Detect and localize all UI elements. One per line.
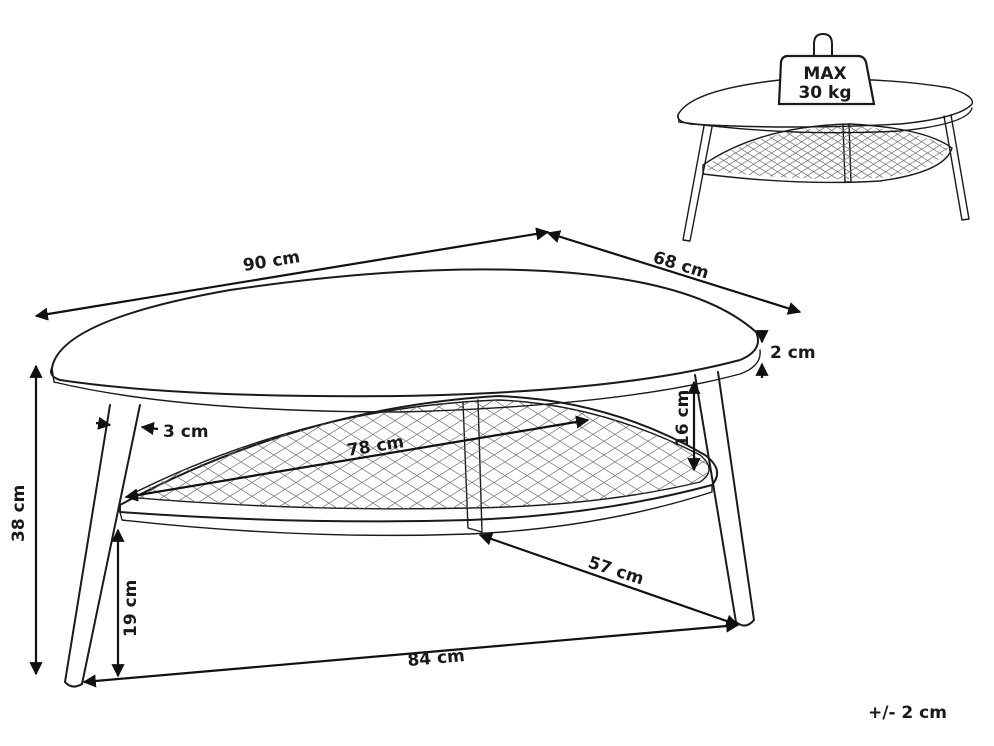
label-shelf-gap: 16 cm <box>673 390 693 447</box>
preview-leg-left <box>682 125 713 242</box>
tolerance-note: +/- 2 cm <box>868 703 947 723</box>
arrow-leg-right <box>140 421 159 436</box>
tabletop-edge <box>51 349 761 413</box>
dimension-arrows <box>29 227 802 688</box>
label-leg-thickness: 3 cm <box>163 422 209 442</box>
mesh-line <box>950 122 994 184</box>
arrow-top-width <box>546 230 802 315</box>
preview-shelf-mesh <box>707 122 994 184</box>
mesh-line <box>617 400 709 509</box>
weight-handle <box>813 33 833 59</box>
weight-body <box>777 54 876 106</box>
weight-label-max: MAX <box>803 64 846 84</box>
shelf-inner-rim <box>125 399 710 510</box>
right-leg <box>694 371 755 627</box>
label-top-thickness: 2 cm <box>770 343 816 363</box>
mesh-line <box>728 395 920 515</box>
tabletop <box>50 268 759 398</box>
arrow-top-length <box>34 227 550 321</box>
mesh-line <box>728 395 920 515</box>
mesh-line <box>705 400 709 509</box>
mesh-line <box>551 400 709 509</box>
label-base-length: 84 cm <box>407 646 466 671</box>
mesh-line <box>126 400 283 509</box>
arrow-base-width <box>478 532 740 628</box>
left-leg <box>64 404 141 688</box>
mesh-line <box>925 126 948 179</box>
mesh-line <box>683 400 709 509</box>
weight-label-kg: 30 kg <box>798 83 851 103</box>
back-leg <box>462 399 483 533</box>
preview-leg-right <box>943 114 970 221</box>
mesh-line <box>126 400 195 509</box>
mesh-line <box>925 126 948 179</box>
label-top-length: 90 cm <box>242 247 302 276</box>
arrow-base-length <box>82 619 740 688</box>
arrow-shelf-length <box>124 415 590 502</box>
label-base-width: 57 cm <box>585 553 646 590</box>
mesh-line <box>889 126 948 179</box>
mesh-line <box>617 400 709 509</box>
mesh-line <box>707 126 786 179</box>
label-top-width: 68 cm <box>651 248 712 284</box>
dimension-labels: 90 cm 68 cm 2 cm 3 cm 78 cm 16 cm 38 cm … <box>9 247 816 671</box>
mesh-line <box>126 400 239 509</box>
mesh-line <box>126 400 261 509</box>
mesh-line <box>950 122 994 184</box>
mesh-line <box>683 400 709 509</box>
arrow-leg-left <box>95 416 112 430</box>
mesh-line <box>705 400 709 509</box>
mesh-line <box>877 126 948 179</box>
label-total-height: 38 cm <box>9 485 29 542</box>
label-shelf-height: 19 cm <box>121 580 141 637</box>
weight-icon: MAX 30 kg <box>777 33 876 106</box>
